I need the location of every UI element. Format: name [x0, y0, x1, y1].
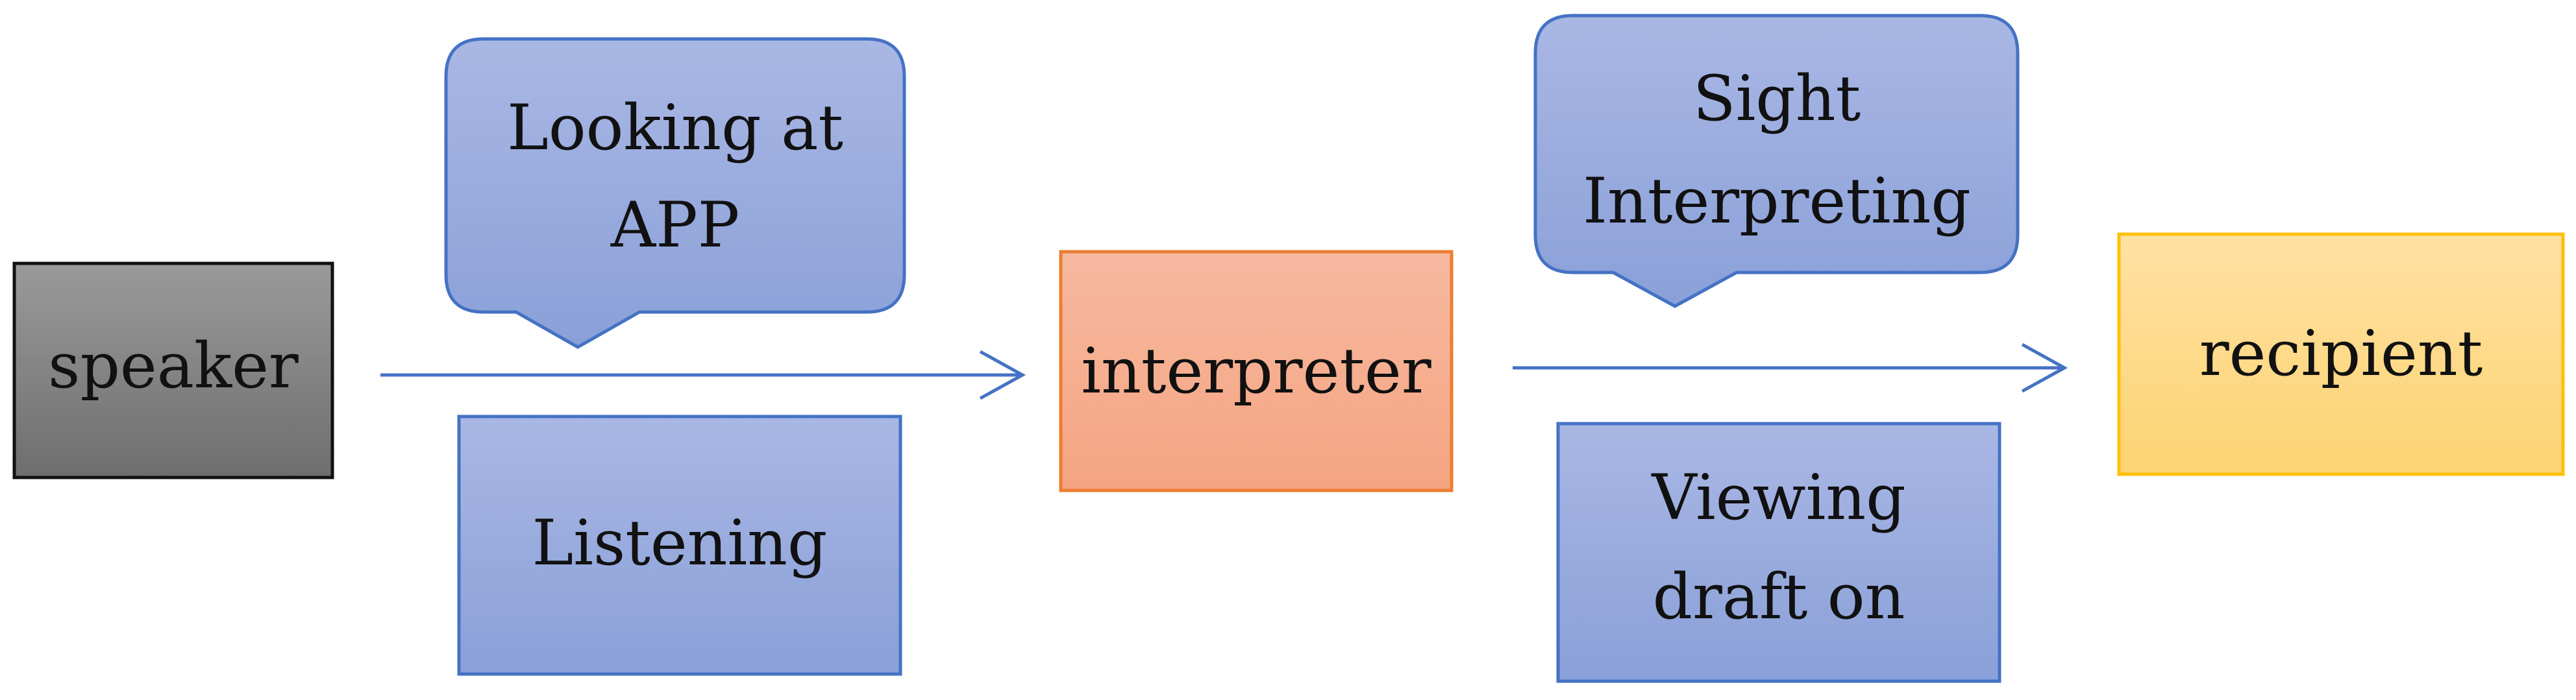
- looking-at-app-line1: Looking at: [507, 91, 843, 164]
- interpreter-label: interpreter: [1081, 335, 1431, 407]
- looking-at-app-callout: Looking at APP: [444, 37, 906, 349]
- sight-interpreting-callout: Sight Interpreting: [1533, 14, 2020, 308]
- viewing-draft-box: Viewing draft on: [1556, 422, 2001, 683]
- sight-interpreting-line2: Interpreting: [1583, 165, 1971, 237]
- recipient-label: recipient: [2199, 317, 2483, 390]
- arrow-speaker-to-interpreter: [380, 350, 1026, 400]
- listening-box: Listening: [457, 415, 902, 676]
- listening-label: Listening: [532, 507, 828, 579]
- speaker-node: speaker: [12, 261, 334, 479]
- recipient-node: recipient: [2117, 232, 2565, 476]
- arrow-interpreter-to-recipient: [1513, 343, 2068, 393]
- speaker-label: speaker: [48, 330, 299, 402]
- viewing-draft-line1: Viewing: [1651, 461, 1905, 534]
- sight-interpreting-line1: Sight: [1693, 62, 1861, 135]
- looking-at-app-line2: APP: [610, 189, 740, 261]
- interpreter-node: interpreter: [1059, 250, 1454, 492]
- viewing-draft-line2: draft on: [1653, 561, 1905, 633]
